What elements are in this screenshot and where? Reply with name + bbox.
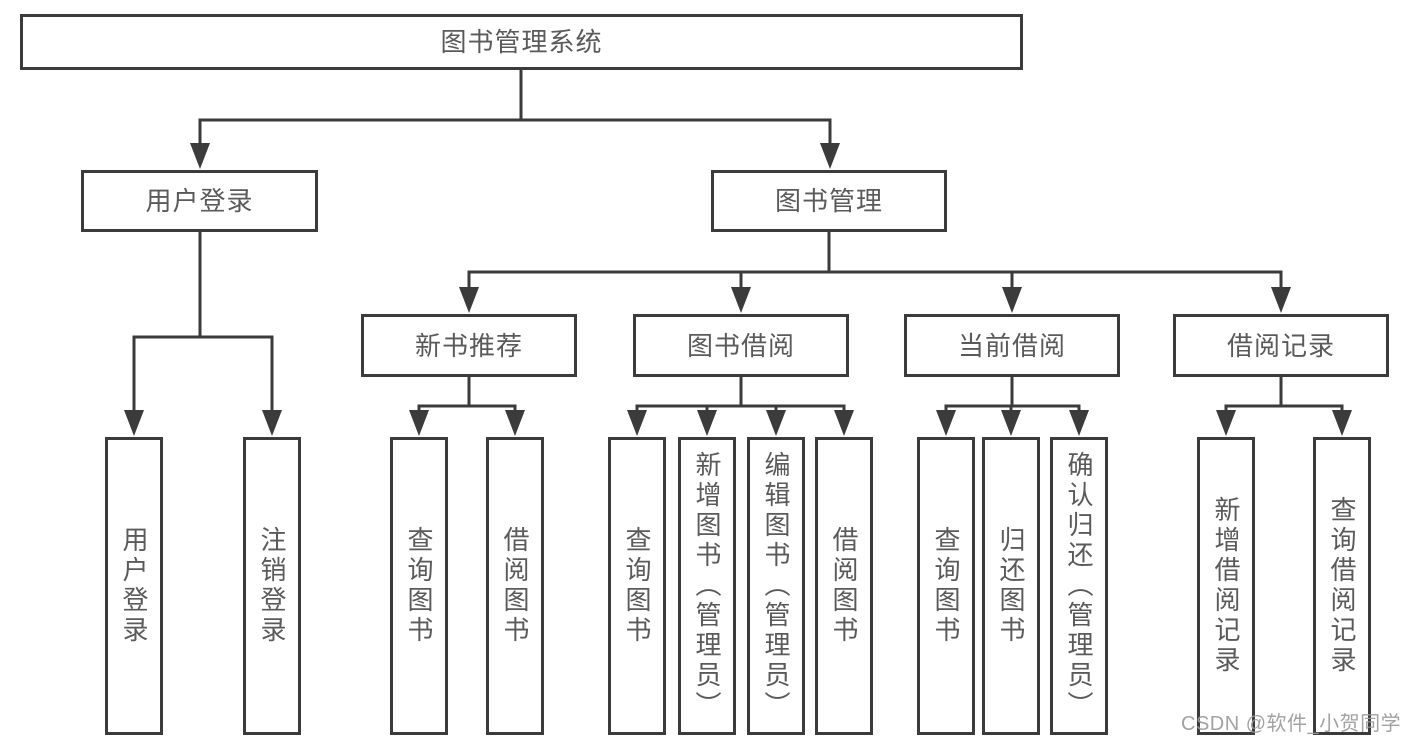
node-label: 借阅图书 — [829, 526, 859, 646]
node-user-login: 用户登录 — [81, 170, 318, 232]
node-leaf-logout: 注销登录 — [243, 437, 301, 735]
node-leaf-br-add-record: 新增借阅记录 — [1197, 437, 1255, 735]
node-label: 用户登录 — [119, 526, 149, 646]
node-leaf-cb-confirm-return-admin: 确认归还（管理员） — [1050, 437, 1108, 735]
node-label: 注销登录 — [257, 526, 287, 646]
node-leaf-bb-borrow-books: 借阅图书 — [815, 437, 873, 735]
node-leaf-user-login: 用户登录 — [105, 437, 163, 735]
node-leaf-br-query-record: 查询借阅记录 — [1313, 437, 1371, 735]
node-label: 借阅记录 — [1226, 330, 1335, 361]
node-label: 新增图书（管理员） — [692, 451, 722, 721]
node-new-book-recommend: 新书推荐 — [361, 314, 577, 377]
node-current-borrowing: 当前借阅 — [904, 314, 1120, 377]
node-leaf-nbr-query-books: 查询图书 — [390, 437, 448, 735]
node-book-management: 图书管理 — [711, 170, 947, 232]
node-label: 用户登录 — [145, 186, 254, 216]
node-label: 归还图书 — [996, 526, 1026, 646]
node-label: 新增借阅记录 — [1211, 496, 1241, 676]
node-label: 图书管理 — [774, 186, 883, 216]
node-label: 查询借阅记录 — [1327, 496, 1357, 676]
node-label: 图书管理系统 — [440, 27, 603, 57]
csdn-watermark: CSDN @软件_小贺同学 — [1181, 713, 1402, 735]
node-label: 确认归还（管理员） — [1064, 451, 1094, 721]
node-label: 借阅图书 — [500, 526, 530, 646]
node-leaf-cb-query-books: 查询图书 — [917, 437, 975, 735]
node-label: 新书推荐 — [414, 330, 523, 361]
node-leaf-nbr-borrow-books: 借阅图书 — [486, 437, 544, 735]
node-label: 查询图书 — [931, 526, 961, 646]
node-leaf-bb-query-books: 查询图书 — [608, 437, 666, 735]
node-leaf-bb-edit-books-admin: 编辑图书（管理员） — [747, 437, 805, 735]
node-label: 查询图书 — [404, 526, 434, 646]
node-label: 编辑图书（管理员） — [761, 451, 791, 721]
node-label: 图书借阅 — [686, 330, 795, 361]
node-label: 当前借阅 — [957, 330, 1066, 361]
node-borrow-records: 借阅记录 — [1173, 314, 1389, 377]
node-library-management-system: 图书管理系统 — [20, 14, 1023, 70]
node-book-borrowing: 图书借阅 — [633, 314, 849, 377]
node-label: 查询图书 — [622, 526, 652, 646]
node-leaf-bb-add-books-admin: 新增图书（管理员） — [678, 437, 736, 735]
node-leaf-cb-return-books: 归还图书 — [982, 437, 1040, 735]
